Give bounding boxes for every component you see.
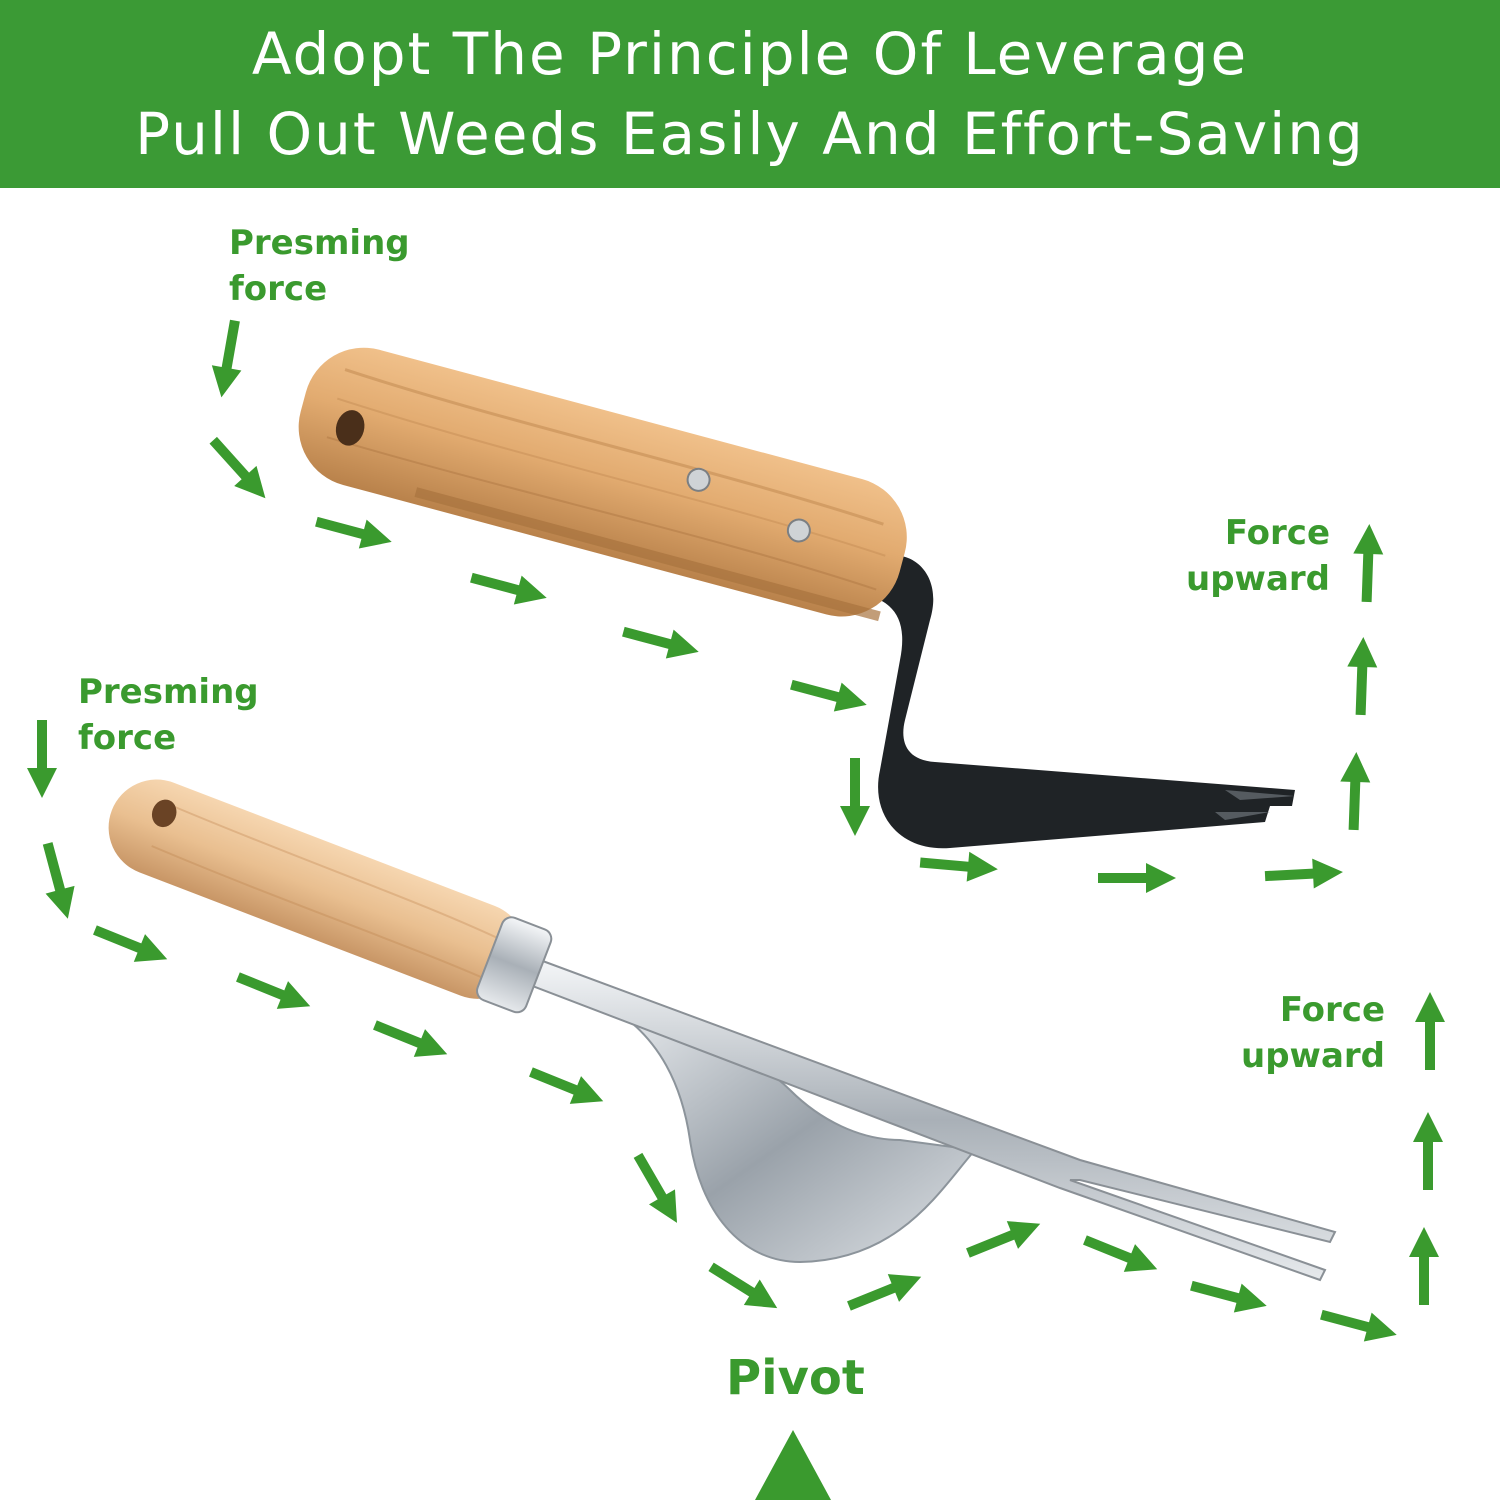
- bottom-weeder-shaft: [528, 958, 1337, 1282]
- top-upward-arrow-icon: [1338, 751, 1372, 831]
- bottom-path-arrow-icon: [962, 1209, 1046, 1267]
- bottom-path-arrow-icon: [1079, 1226, 1163, 1284]
- top-path-arrow-icon: [467, 563, 551, 613]
- top-path-arrow-icon: [787, 670, 871, 720]
- bottom-handle-ferrule: [476, 916, 553, 1014]
- pivot-label: Pivot: [726, 1350, 865, 1406]
- top-upward-arrow-icon: [1345, 636, 1379, 716]
- top-press-label-line-2: force: [229, 269, 328, 309]
- bottom-weeder-handle: [108, 779, 553, 1014]
- pivot-triangle-icon: [755, 1430, 831, 1500]
- bottom-press-label-line-1: Presming: [78, 672, 259, 712]
- bottom-weeder-blade: [614, 1009, 977, 1264]
- bottom-handle-hang-hole: [151, 799, 177, 828]
- bottom-upward-arrow-icon: [1413, 1112, 1443, 1190]
- top-weeder-tool: [298, 347, 1295, 849]
- top-weeder-handle: [298, 347, 907, 622]
- top-weeder-fork: [878, 555, 1295, 849]
- bottom-path-arrow-icon: [369, 1011, 453, 1069]
- banner-title-line-1: Adopt The Principle Of Leverage: [251, 20, 1249, 88]
- bottom-path-arrow-icon: [625, 1147, 690, 1231]
- bottom-path-arrow-icon: [33, 839, 83, 923]
- top-force-upward-label: Force upward: [1186, 510, 1330, 602]
- bottom-path-arrow-icon: [843, 1262, 927, 1320]
- bottom-upward-arrow-icon: [1415, 992, 1445, 1070]
- banner-title-line-2: Pull Out Weeds Easily And Effort-Saving: [135, 100, 1365, 168]
- bottom-path-arrow-icon: [703, 1254, 786, 1321]
- bottom-up-label-line-1: Force: [1279, 990, 1385, 1030]
- top-handle-rivet-2: [786, 518, 811, 543]
- top-upward-arrow-icon: [1351, 523, 1385, 603]
- top-path-arrow-icon: [918, 847, 1000, 885]
- bottom-press-label-line-2: force: [78, 718, 177, 758]
- top-path-arrow-icon: [619, 617, 703, 667]
- top-press-label-line-1: Presming: [229, 223, 410, 263]
- bottom-weeder-tool: [108, 779, 1337, 1282]
- top-path-arrow-icon: [1098, 863, 1176, 893]
- top-path-arrow-icon: [840, 758, 870, 836]
- top-up-label-line-1: Force: [1224, 513, 1330, 553]
- top-presming-force-label: Presming force: [229, 220, 410, 312]
- title-banner: Adopt The Principle Of Leverage Pull Out…: [0, 0, 1500, 188]
- bottom-upward-arrow-icon: [1409, 1227, 1439, 1305]
- bottom-up-label-line-2: upward: [1240, 1036, 1385, 1076]
- bottom-force-upward-label: Force upward: [1241, 987, 1385, 1079]
- bottom-path-arrow-icon: [89, 916, 173, 974]
- bottom-presming-force-label: Presming force: [78, 669, 259, 761]
- bottom-path-arrow-icon: [232, 963, 316, 1021]
- top-path-arrow-icon: [1264, 857, 1344, 892]
- top-path-arrow-icon: [202, 430, 277, 509]
- top-handle-hang-hole: [335, 410, 365, 446]
- top-fork-body: [878, 555, 1295, 849]
- top-path-arrow-icon: [312, 507, 396, 557]
- bottom-path-arrow-icon: [525, 1058, 609, 1116]
- top-handle-rivet-1: [686, 467, 711, 492]
- top-up-label-line-2: upward: [1185, 559, 1330, 599]
- bottom-path-arrow-icon: [1187, 1271, 1271, 1321]
- bottom-path-arrow-icon: [1317, 1300, 1401, 1350]
- top-press-arrow-icon: [206, 318, 250, 401]
- bottom-press-arrow-icon: [27, 720, 57, 798]
